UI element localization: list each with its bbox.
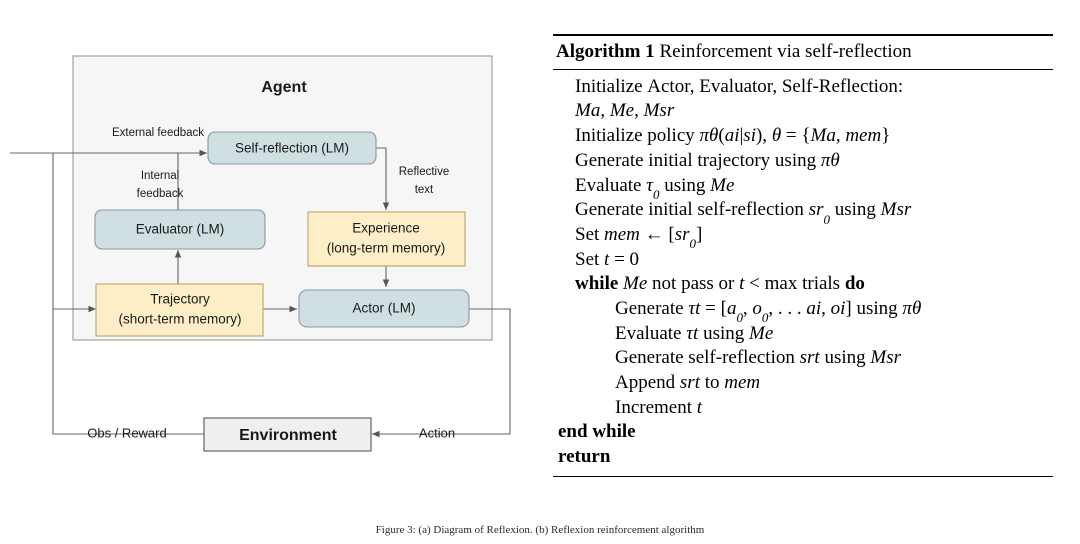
node-trajectory[interactable]: Trajectory (short-term memory) xyxy=(95,283,264,337)
node-experience-line2: (long-term memory) xyxy=(327,241,446,256)
diagram-canvas: Self-reflection (LM) Evaluator (LM) Expe… xyxy=(10,55,511,452)
algorithm-line-set-mem: Set mem ← [sr0] xyxy=(575,223,703,252)
node-trajectory-line2: (short-term memory) xyxy=(118,312,241,327)
algorithm-header: Algorithm 1 Reinforcement via self-refle… xyxy=(553,36,1053,69)
algorithm-lines: Initialize Actor, Evaluator, Self-Reflec… xyxy=(553,70,1053,476)
algorithm-line-gen-init-traj: Generate initial trajectory using πθ xyxy=(575,149,840,171)
node-actor-label: Actor (LM) xyxy=(352,301,415,316)
algorithm-line-init-policy: Initialize policy πθ(ai|si), θ = {Ma, me… xyxy=(575,125,891,147)
algorithm-block: Algorithm 1 Reinforcement via self-refle… xyxy=(553,34,1053,477)
figure-caption: Figure 3: (a) Diagram of Reflexion. (b) … xyxy=(375,524,705,536)
node-trajectory-line1: Trajectory xyxy=(150,292,210,307)
node-evaluator-label: Evaluator (LM) xyxy=(136,222,225,237)
algorithm-line-gen-tau-t: Generate τt = [a0, o0, . . . ai, oi] usi… xyxy=(615,297,922,326)
algorithm-top-rule xyxy=(553,34,1053,36)
label-action: Action xyxy=(419,425,455,440)
node-evaluator[interactable]: Evaluator (LM) xyxy=(94,209,266,250)
node-environment-label: Environment xyxy=(239,427,337,444)
algorithm-line-while: while Me not pass or t < max trials do xyxy=(575,273,865,295)
label-reflective-text-line2: text xyxy=(415,184,434,196)
algorithm-line-increment-t: Increment t xyxy=(615,396,703,418)
algorithm-mid-rule xyxy=(553,68,1053,70)
node-experience-line1: Experience xyxy=(352,221,420,236)
algorithm-line-gen-sr-t: Generate self-reflection srt using Msr xyxy=(615,347,902,369)
algorithm-number: Algorithm 1 xyxy=(556,41,655,62)
edge-action xyxy=(372,308,511,438)
label-internal-feedback-line1: Internal xyxy=(141,170,179,182)
node-self-reflection[interactable]: Self-reflection (LM) xyxy=(207,131,377,165)
algorithm-line-end-while: end while xyxy=(558,421,636,443)
agent-title: Agent xyxy=(261,79,307,96)
algorithm-line-init-models-b: Ma, Me, Msr xyxy=(575,100,675,122)
node-actor[interactable]: Actor (LM) xyxy=(298,289,470,328)
algorithm-line-eval-tau0: Evaluate τ0 using Me xyxy=(575,174,735,202)
node-self-reflection-label: Self-reflection (LM) xyxy=(235,141,349,156)
algorithm-bottom-rule xyxy=(553,475,1053,477)
algorithm-line-init-models-a: Initialize Actor, Evaluator, Self-Reflec… xyxy=(575,75,904,97)
algorithm-line-gen-init-sr: Generate initial self-reflection sr0 usi… xyxy=(575,199,912,227)
edge-obs-reward xyxy=(52,305,204,435)
algorithm-header-title: Reinforcement via self-reflection xyxy=(659,41,912,62)
node-environment[interactable]: Environment xyxy=(203,417,372,452)
algorithm-line-eval-tau-t: Evaluate τt using Me xyxy=(615,322,774,344)
edge-reflective-text xyxy=(376,147,390,210)
algorithm-line-set-t: Set t = 0 xyxy=(575,248,640,270)
algorithm-line-return: return xyxy=(558,446,611,468)
node-experience[interactable]: Experience (long-term memory) xyxy=(307,211,466,267)
label-external-feedback: External feedback xyxy=(112,127,204,139)
label-obs-reward: Obs / Reward xyxy=(87,425,166,440)
reflexion-diagram: Self-reflection (LM) Evaluator (LM) Expe… xyxy=(0,0,540,500)
label-reflective-text-line1: Reflective xyxy=(399,166,450,178)
algorithm-line-append-sr: Append srt to mem xyxy=(615,372,761,393)
label-internal-feedback-line2: feedback xyxy=(137,188,184,200)
